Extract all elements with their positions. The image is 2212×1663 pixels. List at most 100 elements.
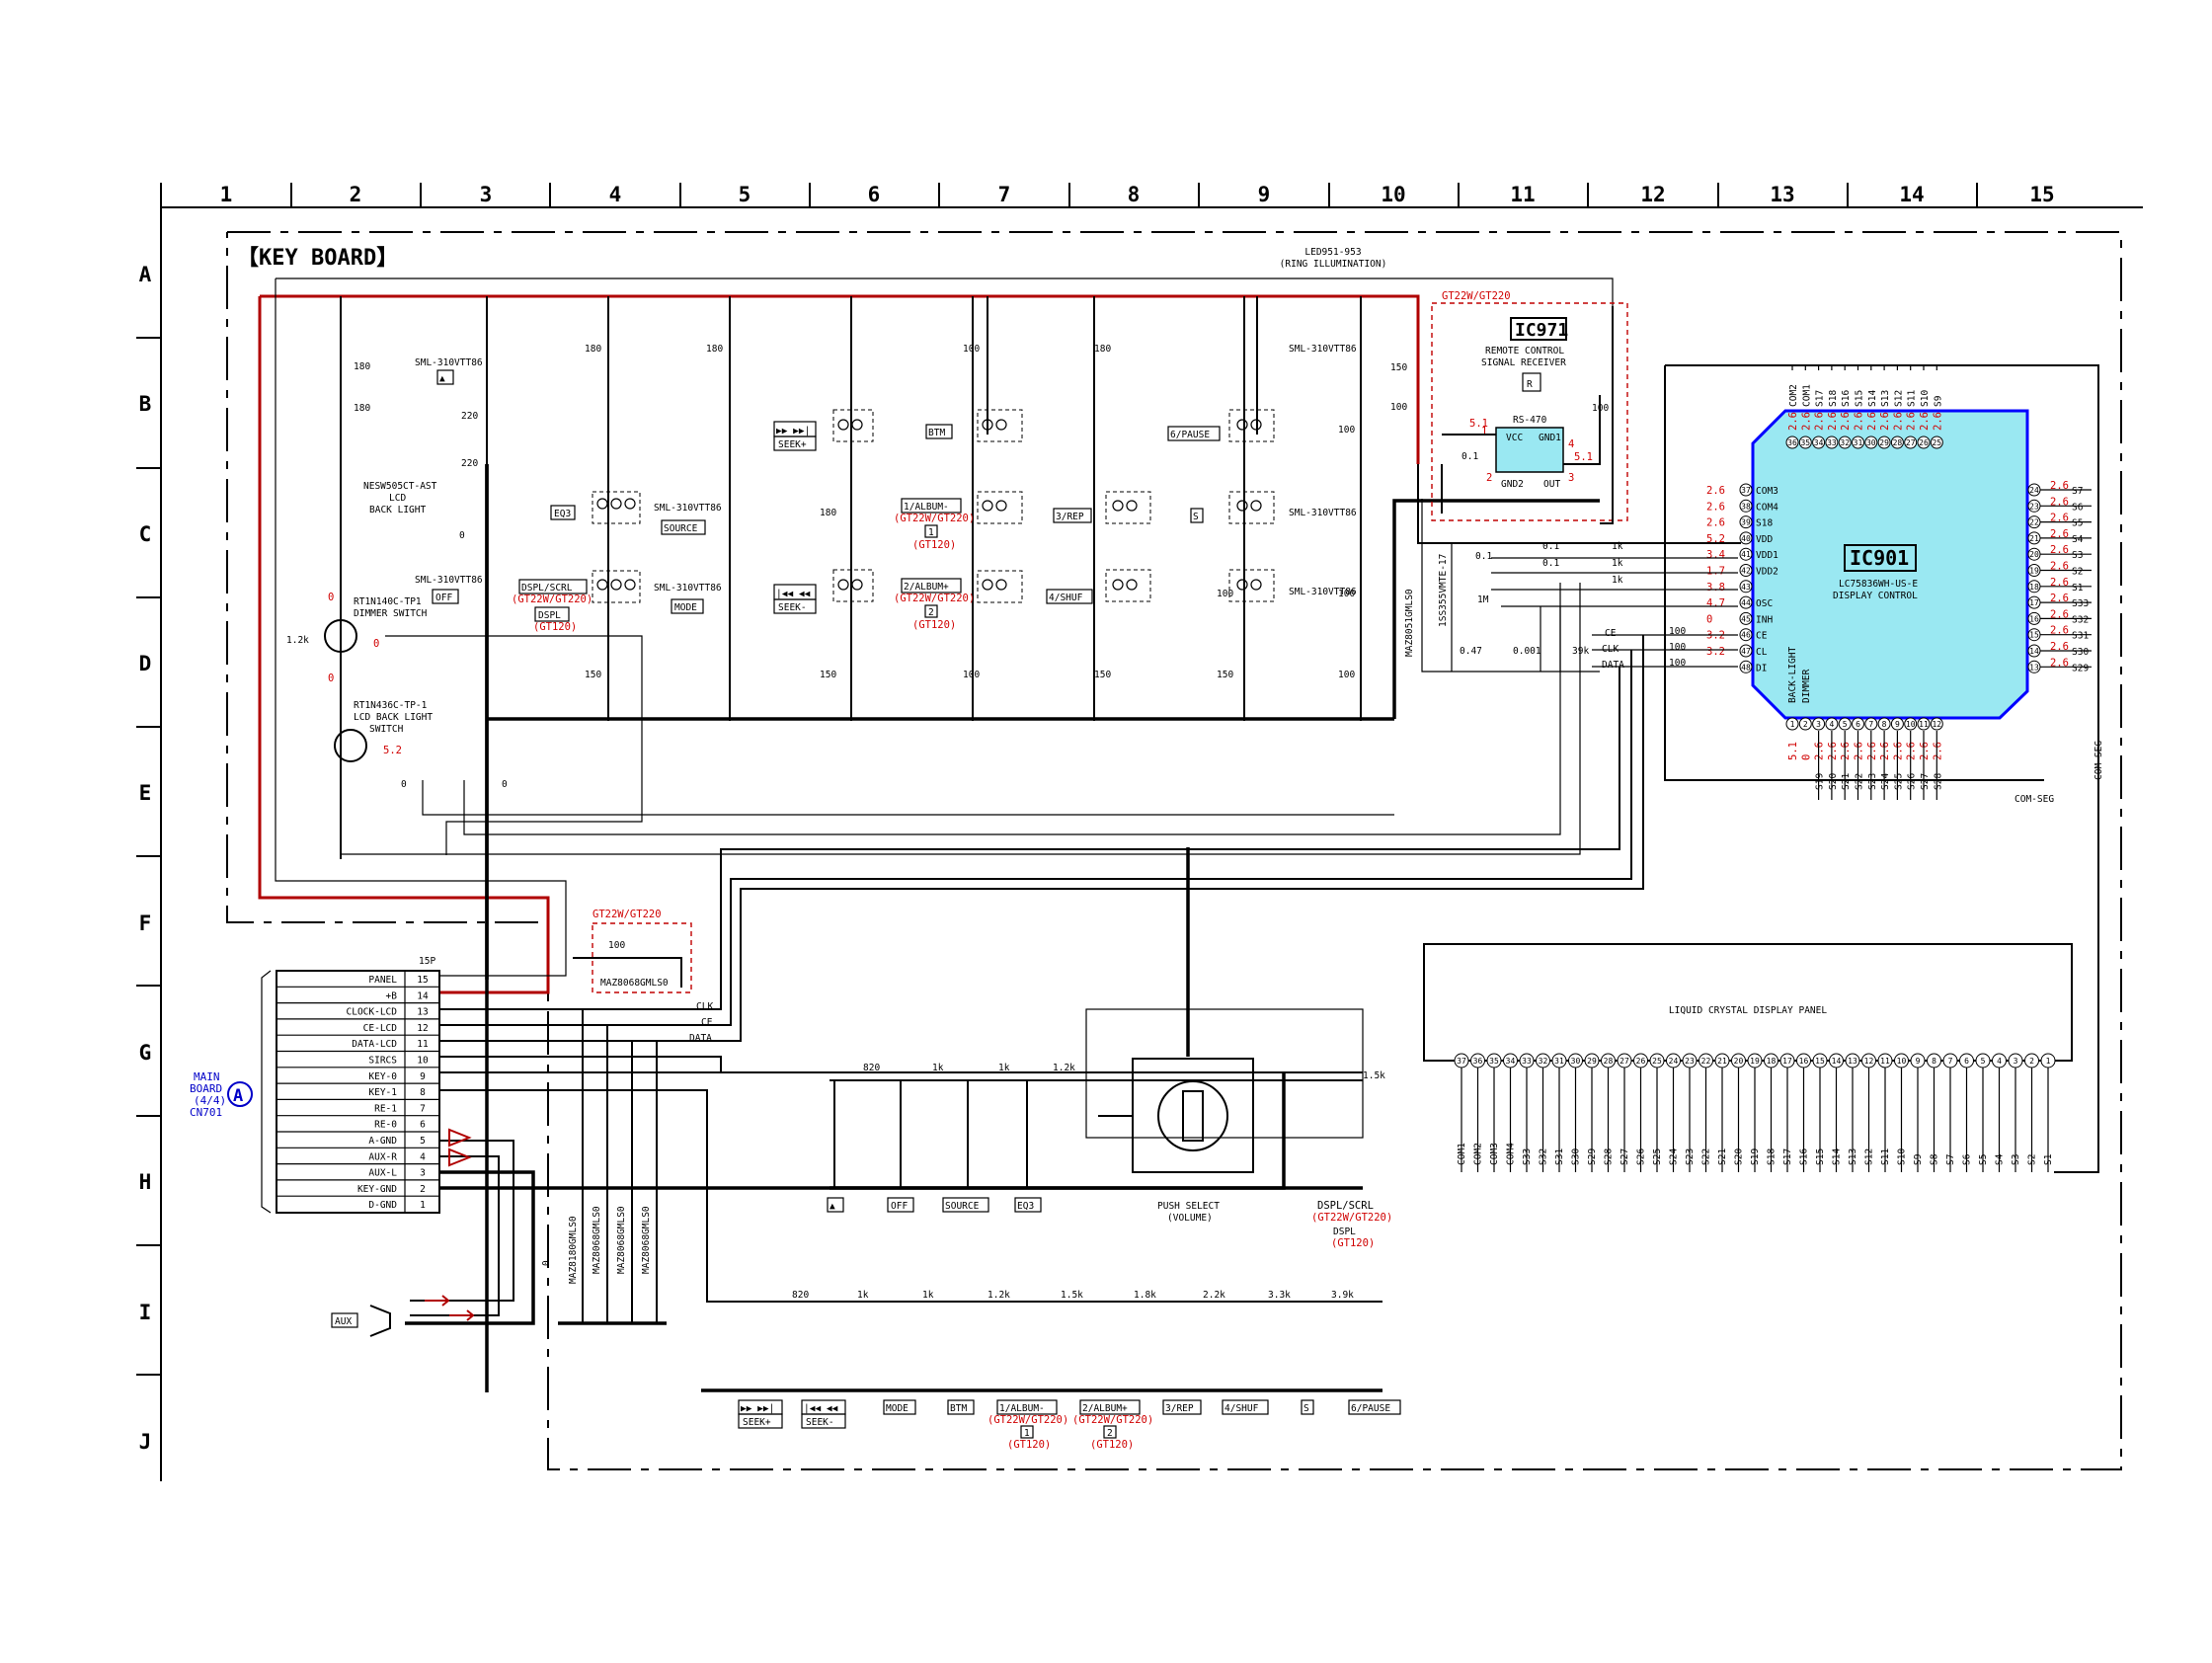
k0-r5: 1.5k bbox=[1363, 1070, 1385, 1081]
ic901-pin-name: S21 bbox=[1841, 773, 1852, 790]
ic901-pin-volt: 2.6 bbox=[1866, 742, 1878, 760]
ic901-pin-name: S6 bbox=[2072, 502, 2084, 513]
connector-pin-name: AUX-L bbox=[368, 1168, 397, 1179]
grid-row-g: G bbox=[139, 1041, 152, 1065]
res-label: 100 bbox=[1338, 670, 1355, 680]
ring-label: LED951-953 bbox=[1304, 247, 1361, 258]
lcd-pin-num: 29 bbox=[1587, 1057, 1597, 1066]
ic901-pin-volt: 2.6 bbox=[1827, 742, 1839, 760]
com-seg-bus: COM-SEG bbox=[2094, 741, 2104, 780]
connector-pin-name: KEY-1 bbox=[368, 1087, 397, 1098]
ic901-pin-num: 27 bbox=[1906, 438, 1916, 447]
ic901-pin-name: S23 bbox=[1867, 773, 1878, 790]
zener-4: MAZ8068GMLS0 bbox=[641, 1206, 652, 1274]
lcd-pin-name: S18 bbox=[1767, 1148, 1778, 1165]
ic901-pin-volt: 2.6 bbox=[1827, 412, 1839, 431]
ic901-pin bbox=[1798, 436, 1812, 449]
grid-col-7: 7 bbox=[998, 183, 1011, 206]
ic901-pin-volt: 2.6 bbox=[2050, 480, 2069, 492]
ic901-pin bbox=[1785, 436, 1799, 449]
ic901-pin-num: 42 bbox=[1741, 567, 1751, 576]
ic901-pin-name: S29 bbox=[2072, 663, 2089, 673]
led-key-labels: EQ3 SOURCE DSPL/SCRL (GT22W/GT220) DSPL … bbox=[432, 369, 1221, 633]
board-board: BOARD bbox=[190, 1082, 222, 1095]
grid-row-e: E bbox=[139, 781, 152, 805]
lcd-pin-num: 8 bbox=[1932, 1057, 1936, 1066]
q-dimmer-v2: 0 bbox=[373, 638, 379, 650]
ic901-pin-num: 8 bbox=[1882, 720, 1887, 729]
k0-r2: 1k bbox=[932, 1063, 944, 1073]
ic901-pin-num: 26 bbox=[1919, 438, 1929, 447]
ic971-pin-gnd2: GND2 bbox=[1501, 479, 1524, 490]
backlight-led-label: LCD bbox=[389, 493, 406, 504]
ic901-pin-name: S32 bbox=[2072, 614, 2089, 625]
lcd-pin-name: S4 bbox=[1995, 1153, 2006, 1165]
ic901-pin bbox=[1739, 580, 1753, 594]
ic901-pin bbox=[1812, 717, 1826, 731]
lcd-pin-num: 15 bbox=[1815, 1057, 1825, 1066]
backlight-led-part: NESW505CT-AST bbox=[363, 481, 437, 492]
ic901-pin-volt: 2.6 bbox=[2050, 657, 2069, 669]
board-letter: A bbox=[233, 1086, 243, 1106]
ic901-pin-num: 20 bbox=[2029, 550, 2039, 559]
ic901-pin-volt: 2.6 bbox=[2050, 496, 2069, 508]
ic901-pin bbox=[1812, 436, 1826, 449]
ic901-pin-num: 12 bbox=[1932, 720, 1941, 729]
lcd-pin-name: S11 bbox=[1880, 1148, 1891, 1165]
board-page: (4/4) bbox=[194, 1094, 226, 1107]
ic901-pin-name: S27 bbox=[1920, 773, 1931, 790]
ic901-dimmer: DIMMER bbox=[1801, 669, 1812, 703]
ic901-pin bbox=[1838, 436, 1852, 449]
ic901-pin bbox=[1785, 717, 1799, 731]
board-outline bbox=[226, 231, 2122, 1470]
ic901-pin-volt: 2.6 bbox=[1919, 412, 1931, 431]
ic901-desc: DISPLAY CONTROL bbox=[1833, 591, 1918, 601]
key-album2-gt120: (GT120) bbox=[912, 619, 956, 631]
in-r100c: 100 bbox=[1669, 658, 1686, 669]
board-title: 【KEY BOARD】 bbox=[237, 246, 398, 271]
lcd-pin-name: COM2 bbox=[1473, 1143, 1484, 1165]
key-seekm-icon: |◀◀ ◀◀ bbox=[776, 589, 811, 599]
grid-col-9: 9 bbox=[1258, 183, 1271, 206]
led-array: 180 180 220 220 0 180 150 180 180 150 10… bbox=[354, 344, 1407, 680]
in-r100b: 100 bbox=[1669, 642, 1686, 653]
connector-pin-name: CLOCK-LCD bbox=[347, 1007, 398, 1018]
ic901-pin-num: 17 bbox=[2029, 598, 2039, 607]
lcd-pin-name: S27 bbox=[1620, 1148, 1630, 1165]
ic901-pin bbox=[1917, 717, 1931, 731]
k1-album1: 1/ALBUM- bbox=[999, 1403, 1045, 1414]
lcd-pin-name: S13 bbox=[1848, 1148, 1858, 1165]
ic901-pin-num: 39 bbox=[1741, 518, 1751, 527]
lcd-pin-name: S12 bbox=[1864, 1148, 1875, 1165]
res-label: 100 bbox=[1390, 402, 1407, 413]
ic971-pin1: 1 bbox=[1481, 426, 1487, 437]
ic901-pin-name: S24 bbox=[1880, 773, 1891, 790]
ic901-pin bbox=[1864, 717, 1878, 731]
k1-r8: 3.3k bbox=[1268, 1290, 1291, 1301]
res-label: 150 bbox=[820, 670, 836, 680]
lcd-pin-name: S25 bbox=[1652, 1148, 1663, 1165]
ic901-pin-num: 35 bbox=[1800, 438, 1810, 447]
ic901-pin-volt: 2.6 bbox=[1787, 412, 1799, 431]
res-label: 100 bbox=[963, 344, 980, 355]
ic901-pin-name: S3 bbox=[2072, 550, 2083, 561]
ic901-pin bbox=[1904, 436, 1918, 449]
board-main: MAIN bbox=[194, 1070, 220, 1083]
res-label: 150 bbox=[585, 670, 601, 680]
ic901-pin bbox=[1852, 436, 1864, 449]
lcd-pin-num: 24 bbox=[1669, 1057, 1679, 1066]
ic901-pin-volt: 1.7 bbox=[1706, 566, 1725, 578]
res-0b: 0 bbox=[502, 779, 508, 790]
ic901-pin-num: 29 bbox=[1879, 438, 1889, 447]
lcd-pin-name: S16 bbox=[1799, 1148, 1810, 1165]
ic901-pin bbox=[1838, 717, 1852, 731]
key-rep-label: 3/REP bbox=[1056, 512, 1084, 522]
ic901-pin-num: 43 bbox=[1741, 583, 1751, 592]
backlight-section: NESW505CT-AST LCD BACK LIGHT RT1N140C-TP… bbox=[286, 296, 1581, 859]
connector-pin-num: 6 bbox=[420, 1120, 426, 1131]
key-dspl-variant: (GT22W/GT220) bbox=[512, 594, 592, 605]
ic901-pin-volt: 2.6 bbox=[2050, 625, 2069, 637]
ic901-pin-num: 41 bbox=[1741, 550, 1751, 559]
ic971-pin-vcc: VCC bbox=[1506, 433, 1523, 443]
k0-r1: 820 bbox=[863, 1063, 880, 1073]
